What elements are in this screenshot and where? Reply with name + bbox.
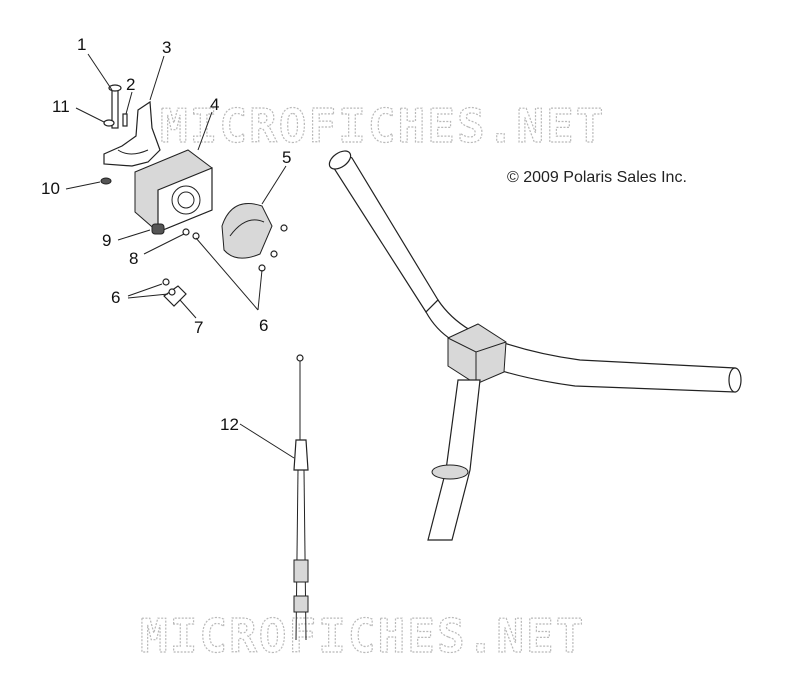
callout-4: 4 [210, 95, 219, 114]
callout-11: 11 [52, 97, 70, 116]
part-5-cover [221, 203, 273, 259]
callout-7: 7 [194, 318, 203, 337]
throttle-housing-assembly [100, 84, 288, 307]
part-9-plug [151, 223, 165, 235]
part-10-nut [100, 177, 112, 185]
callout-6-right: 6 [259, 316, 268, 335]
callout-6-left: 6 [111, 288, 120, 307]
watermark-bottom: MICROFICHES.NET [140, 609, 585, 663]
callout-8: 8 [129, 249, 138, 268]
handlebar [328, 150, 742, 541]
copyright-text: © 2009 Polaris Sales Inc. [507, 169, 687, 186]
callout-2: 2 [126, 75, 135, 94]
part-12-cable [293, 354, 309, 641]
part-8-screw [182, 228, 190, 236]
callout-5: 5 [282, 148, 291, 167]
part-11-washer [103, 119, 115, 127]
part-2-pin [122, 113, 128, 127]
callout-12: 12 [220, 415, 239, 434]
watermark-top: MICROFICHES.NET [160, 99, 605, 153]
callout-3: 3 [162, 38, 171, 57]
callout-10: 10 [41, 179, 60, 198]
callout-9: 9 [102, 231, 111, 250]
callout-1: 1 [77, 35, 86, 54]
